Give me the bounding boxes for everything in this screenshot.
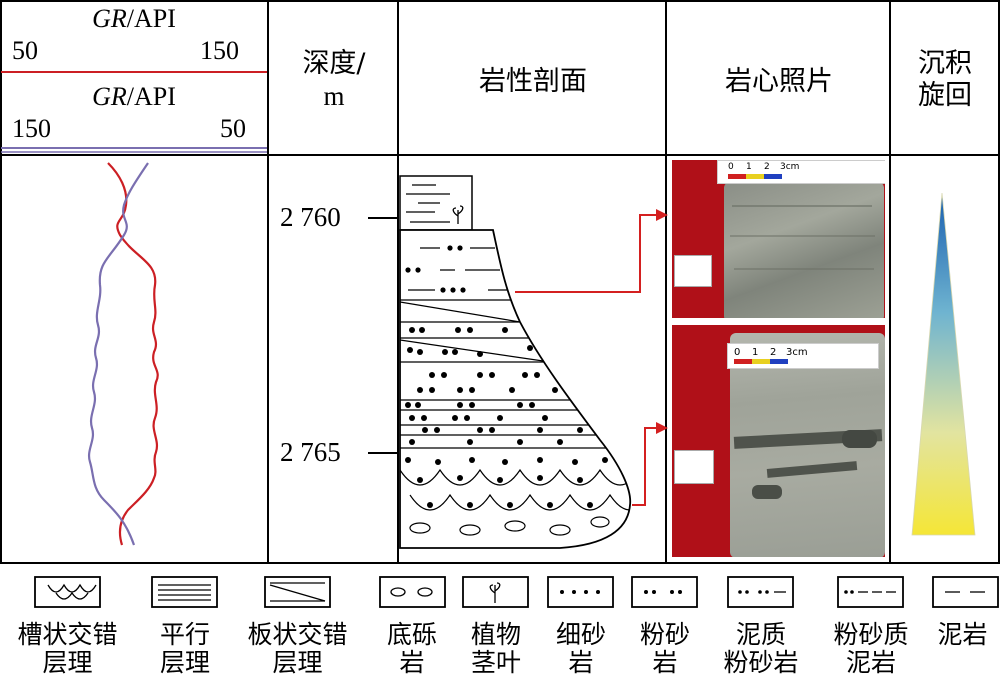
basal-conglomerate bbox=[409, 516, 610, 536]
legend-label-mudstone: 泥岩 bbox=[937, 620, 988, 649]
gr-curve2-left: 150 bbox=[12, 114, 51, 143]
legend-label-silty-mud: 粉砂质泥岩 bbox=[833, 620, 909, 677]
legend-label-silt: 粉砂岩 bbox=[639, 620, 690, 677]
legend-trough-icon bbox=[47, 583, 97, 600]
lithology-header: 岩性剖面 bbox=[479, 66, 587, 97]
sample-tag-lower bbox=[674, 450, 714, 484]
depth-ticks bbox=[368, 217, 398, 454]
plant-fossil-icon bbox=[452, 205, 464, 224]
gr-curve2-title: GR/API bbox=[92, 82, 176, 111]
legend-conglomerate-icon bbox=[390, 587, 433, 597]
lithology-column bbox=[399, 175, 632, 549]
fine-sandstone-dots bbox=[407, 345, 558, 393]
legend-label-trough: 槽状交错层理 bbox=[17, 620, 118, 677]
sedimentary-cycle bbox=[911, 192, 976, 536]
depth-label-2765: 2 765 bbox=[280, 437, 341, 467]
legend-silt-icon bbox=[644, 590, 682, 594]
legend-label-plant: 植物茎叶 bbox=[470, 620, 521, 677]
core-photo-header: 岩心照片 bbox=[725, 66, 833, 97]
sand-body bbox=[399, 229, 632, 549]
arrow-to-upper-photo bbox=[515, 214, 660, 293]
gr-curve2-right: 50 bbox=[220, 114, 246, 143]
legend-fine-sand-icon bbox=[560, 590, 600, 594]
core-scale-bar-lower: 0 1 2 3cm bbox=[727, 343, 879, 369]
gr-red-curve bbox=[107, 162, 159, 546]
depth-label-2760: 2 760 bbox=[280, 202, 341, 232]
legend-label-conglomerate: 底砾岩 bbox=[386, 620, 437, 677]
gr-curve1-title: GR/API bbox=[92, 4, 176, 33]
cycle-header: 沉积 旋回 bbox=[918, 48, 972, 111]
arrow-to-lower-photo bbox=[632, 427, 660, 506]
legend-plant-icon bbox=[489, 582, 501, 603]
core-sample-siltstone bbox=[724, 182, 884, 318]
gr-curve1-right: 150 bbox=[200, 36, 239, 65]
legend: 槽状交错层理 平行层理 板状交错层理 底砾岩 植物茎叶 细砂岩 粉砂岩 泥质粉砂… bbox=[0, 563, 1000, 687]
legend-label-parallel: 平行层理 bbox=[159, 620, 210, 677]
sample-tag-upper bbox=[674, 255, 712, 287]
core-photo-lower: 0 1 2 3cm bbox=[672, 325, 885, 557]
depth-header: 深度/ m bbox=[302, 48, 366, 111]
gr-curve1-left: 50 bbox=[12, 36, 38, 65]
photo-arrows bbox=[515, 209, 668, 506]
gr-curves bbox=[88, 162, 159, 546]
legend-symbols bbox=[34, 576, 999, 608]
legend-muddy-silt-icon bbox=[738, 590, 786, 594]
trough-cross-bedding bbox=[400, 468, 631, 511]
core-scale-bar-upper: 0 1 2 3cm bbox=[717, 160, 885, 184]
core-photo-upper: 0 1 2 3cm bbox=[672, 160, 885, 318]
legend-label-tabular: 板状交错层理 bbox=[247, 620, 348, 677]
gr-purple-curve bbox=[88, 162, 149, 546]
fining-upward-triangle bbox=[911, 192, 976, 536]
legend-tabular-icon bbox=[269, 582, 326, 602]
legend-silty-mud-icon bbox=[844, 590, 896, 594]
legend-parallel-icon bbox=[158, 584, 211, 601]
muddy-siltstone-rows bbox=[408, 247, 510, 291]
legend-label-fine-sand: 细砂岩 bbox=[555, 620, 606, 677]
siltstone-dots bbox=[405, 245, 466, 293]
legend-label-muddy-silt: 泥质粉砂岩 bbox=[723, 620, 799, 677]
